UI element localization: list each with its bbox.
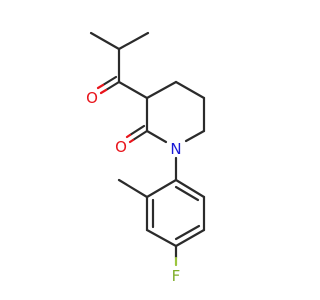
bond-ar4-ar5-inner (174, 224, 201, 241)
bond-ar6-ar1-inner (174, 185, 200, 202)
bond-lactam-a2 (128, 138, 135, 144)
bond-ar3-ar4 (145, 228, 178, 248)
bond-lactam-b2 (125, 133, 132, 139)
bond-ketone-b1 (101, 75, 118, 87)
bond-carbonyl-c3 (117, 80, 149, 100)
nitrogen-label: N (170, 140, 181, 158)
oxygen-lactam-label: O (115, 138, 127, 156)
bond-ar4-ar5 (174, 228, 206, 248)
bond-ar1-ar2 (145, 178, 178, 199)
bond-ketone-a2 (99, 88, 108, 95)
oxygen-ketone-label: O (86, 89, 98, 107)
bond-c3-c4 (145, 80, 178, 100)
bond-ketone-b2 (96, 83, 105, 90)
bond-methyl-a (89, 31, 121, 51)
bond-c4-c5 (174, 80, 206, 100)
fluorine-label: F (172, 267, 181, 285)
bond-methyl-b (117, 31, 150, 51)
bond-lactam-b1 (128, 124, 146, 137)
bond-c6-n (184, 129, 206, 143)
bond-aryl-methyl (117, 178, 149, 199)
bond-ar6-ar1 (174, 178, 206, 199)
molecule-diagram: O O N F (86, 31, 206, 285)
bond-c2-n (145, 129, 168, 144)
bond-ketone-a1 (104, 80, 121, 92)
bond-lactam-a1 (131, 129, 149, 142)
